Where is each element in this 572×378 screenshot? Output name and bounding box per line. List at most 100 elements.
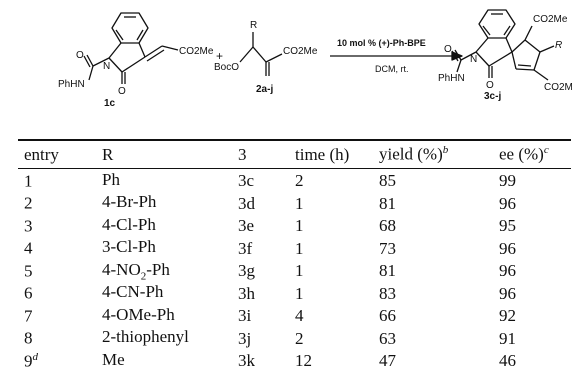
- cell-time: 1: [295, 238, 304, 258]
- cell-r: 4-NO2-Ph: [96, 260, 232, 283]
- entry-value: 1: [24, 171, 33, 191]
- entry-value: 2: [24, 193, 33, 213]
- cell-r: 4-CN-Ph: [96, 282, 232, 305]
- header-yield-note: b: [442, 144, 449, 157]
- compound-1c-ester-label: CO2Me: [179, 46, 214, 57]
- compound-1c-n-label: N: [103, 61, 110, 72]
- cell-time: 1: [295, 216, 304, 236]
- cell-compound: 3h: [238, 283, 255, 303]
- cell-ee: 92: [499, 306, 516, 326]
- cell-compound: 3e: [238, 216, 255, 236]
- cell-r: 4-Br-Ph: [96, 192, 232, 215]
- product-3-structure: [451, 9, 555, 81]
- compound-1c-o-label: O: [76, 50, 84, 61]
- table-top-rule: [18, 139, 571, 141]
- entry-value: 9: [24, 351, 33, 371]
- table-row: 3 4-Cl-Ph 3e 1 68 95: [18, 215, 571, 238]
- header-compound: 3: [238, 144, 247, 164]
- cell-entry: 8: [18, 327, 96, 350]
- product-ester2-label: CO2Me: [544, 82, 572, 93]
- r-value: 2-thiophenyl: [102, 327, 189, 347]
- r-value: 3-Cl-Ph: [102, 237, 156, 257]
- cell-ee: 96: [499, 193, 516, 213]
- cell-yield: 66: [379, 306, 396, 326]
- header-yield-text: yield (%): [379, 144, 443, 164]
- cell-entry: 2: [18, 192, 96, 215]
- cell-yield: 85: [379, 171, 396, 191]
- cell-time: 2: [295, 328, 304, 348]
- table-row: 5 4-NO2-Ph 3g 1 81 96: [18, 260, 571, 283]
- cell-yield: 68: [379, 216, 396, 236]
- cell-compound: 3i: [238, 306, 252, 326]
- r-value: 4-Br-Ph: [102, 192, 157, 212]
- header-yield: yield (%)b: [373, 141, 493, 168]
- cell-entry: 6: [18, 282, 96, 305]
- entry-value: 6: [24, 283, 33, 303]
- cell-r: 2-thiophenyl: [96, 327, 232, 350]
- cell-yield: 73: [379, 238, 396, 258]
- cell-time: 12: [295, 351, 312, 371]
- arrow-condition-solvent: DCM, rt.: [375, 64, 409, 74]
- cell-compound: 3f: [238, 238, 253, 258]
- cell-compound: 3k: [238, 351, 255, 371]
- cell-time: 4: [295, 306, 304, 326]
- r-value: 4-Cl-Ph: [102, 214, 156, 234]
- cell-compound: 3c: [238, 171, 255, 191]
- cell-r: Me: [96, 350, 232, 373]
- header-entry: entry: [24, 144, 59, 164]
- cell-time: 1: [295, 261, 304, 281]
- product-ester1-label: CO2Me: [533, 14, 568, 25]
- compound-1c-structure: [83, 12, 179, 84]
- cell-r: 3-Cl-Ph: [96, 237, 232, 260]
- cell-compound: 3j: [238, 328, 252, 348]
- product-n-label: N: [470, 54, 477, 65]
- entry-note: d: [32, 350, 39, 363]
- cell-yield: 81: [379, 261, 396, 281]
- table-header-rule: [18, 168, 571, 169]
- cell-time: 2: [295, 171, 304, 191]
- table-row: 7 4-OMe-Ph 3i 4 66 92: [18, 305, 571, 328]
- compound-2-boco-label: BocO: [214, 62, 239, 73]
- r-value: 4-OMe-Ph: [102, 304, 175, 324]
- cell-yield: 63: [379, 328, 396, 348]
- cell-r: 4-Cl-Ph: [96, 215, 232, 238]
- cell-ee: 91: [499, 328, 516, 348]
- cell-time: 1: [295, 283, 304, 303]
- table-header-row: entry R 3 time (h) yield (%)b ee (%)c: [18, 141, 571, 168]
- cell-ee: 96: [499, 261, 516, 281]
- header-ee: ee (%)c: [493, 141, 571, 168]
- cell-entry: 9d: [18, 350, 96, 373]
- r-value: 4-CN-Ph: [102, 282, 164, 302]
- header-ee-text: ee (%): [499, 144, 544, 164]
- cell-yield: 83: [379, 283, 396, 303]
- entry-value: 4: [24, 238, 33, 258]
- compound-1c-phhn-label: PhHN: [58, 79, 85, 90]
- r-value: Me: [102, 349, 125, 369]
- cell-compound: 3d: [238, 193, 255, 213]
- entry-value: 8: [24, 328, 33, 348]
- reaction-scheme: CO2Me O N PhHN O 1c + R BocO CO2Me 2a-j …: [58, 9, 572, 109]
- cell-ee: 95: [499, 216, 516, 236]
- arrow-condition-catalyst: 10 mol % (+)-Ph-BPE: [337, 38, 426, 48]
- cell-entry: 7: [18, 305, 96, 328]
- cell-entry: 4: [18, 237, 96, 260]
- product-o2-label: O: [486, 80, 494, 91]
- entry-value: 3: [24, 216, 33, 236]
- r-value: Ph: [102, 170, 120, 189]
- cell-entry: 3: [18, 215, 96, 238]
- header-ee-note: c: [543, 144, 549, 157]
- header-r: R: [102, 144, 114, 164]
- cell-ee: 96: [499, 238, 516, 258]
- entry-value: 5: [24, 261, 33, 281]
- cell-compound: 3g: [238, 261, 255, 281]
- table-row: 8 2-thiophenyl 3j 2 63 91: [18, 327, 571, 350]
- cell-yield: 47: [379, 351, 396, 371]
- cell-time: 1: [295, 193, 304, 213]
- compound-2-label: 2a-j: [256, 84, 273, 95]
- cell-entry: 5: [18, 260, 96, 283]
- reaction-arrow: [330, 51, 463, 61]
- cell-ee: 46: [499, 351, 516, 371]
